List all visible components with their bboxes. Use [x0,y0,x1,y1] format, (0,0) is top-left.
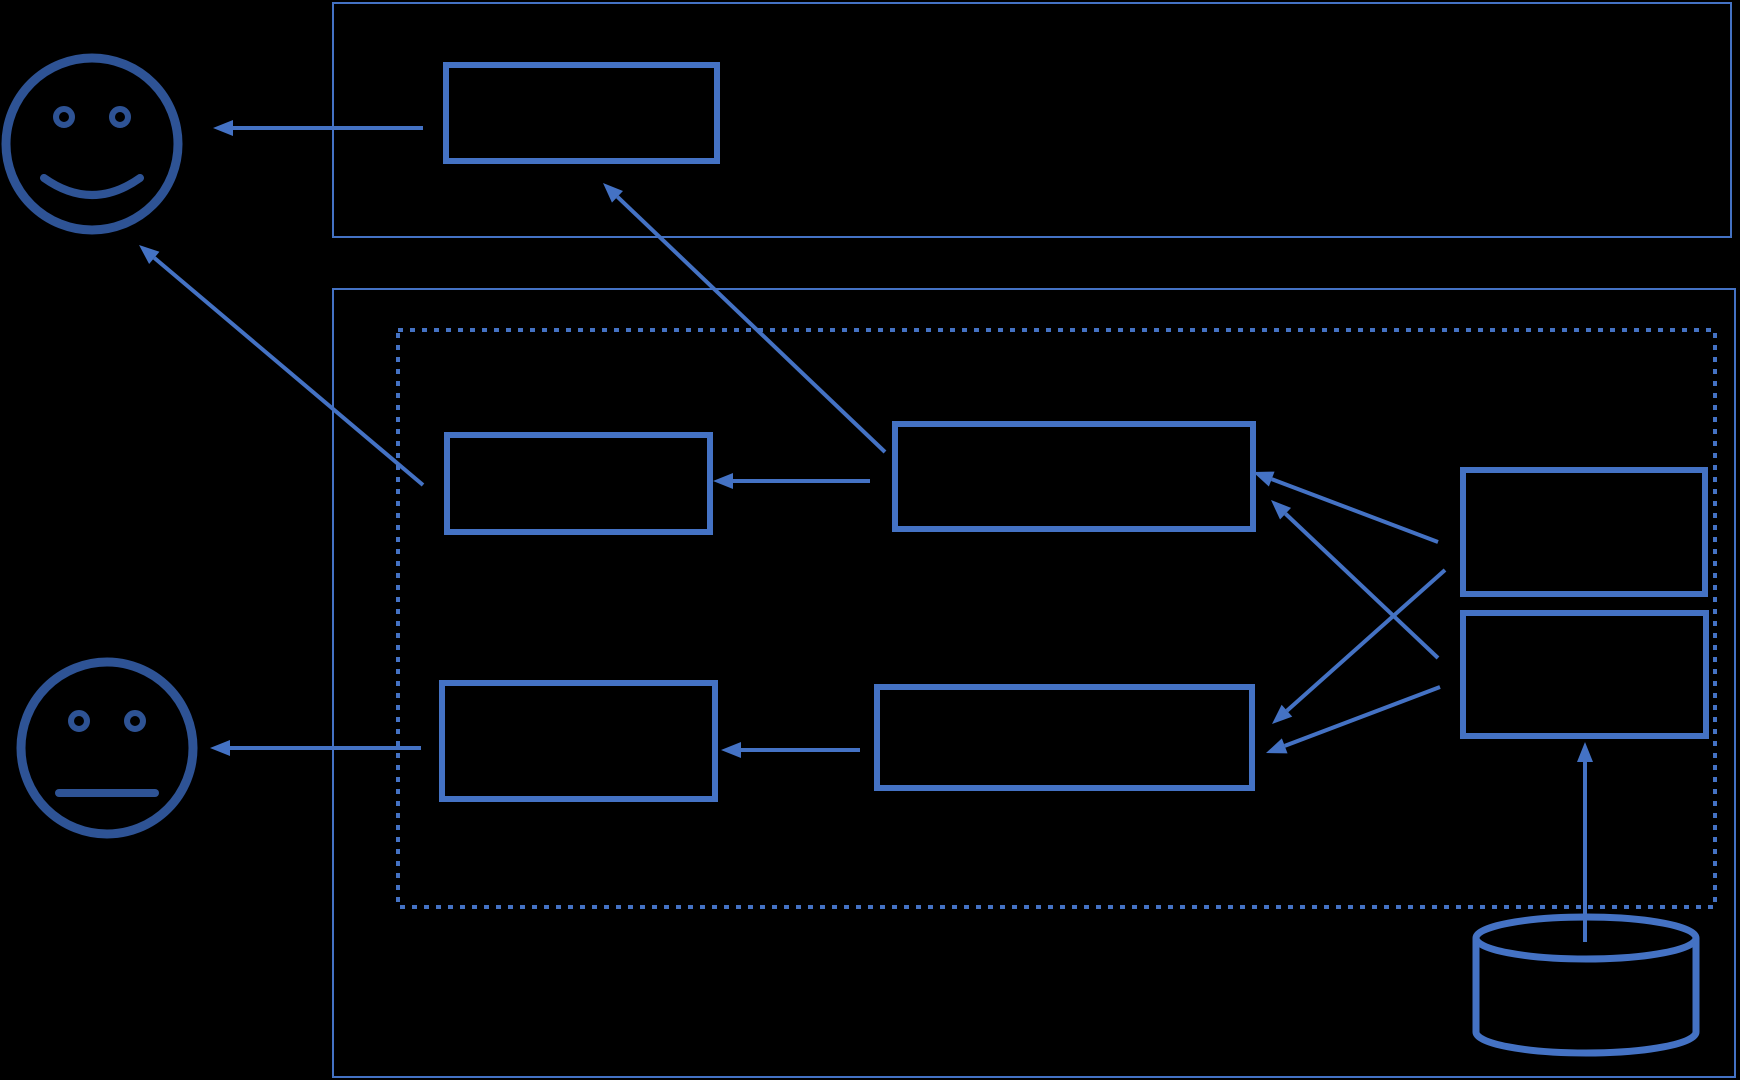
arrow-shaft [1283,685,1441,748]
dotted-boundary [396,328,1717,909]
box-upper-middle [892,421,1256,532]
arrow-topbox-to-happy [213,120,423,136]
arrow-head [1271,500,1292,520]
box-lower-middle [874,684,1255,791]
arrow-rightupper-to-uppermiddle [1253,471,1439,544]
arrow-shaft [1270,477,1439,544]
arrow-cylinder-to-rightlower [1577,742,1593,942]
arrow-lowerleft-to-neutral [210,740,421,756]
arrow-rightupper-to-lowermiddle [1272,568,1447,724]
arrow-uppermiddle-to-topbox [603,183,887,454]
arrow-head [1577,742,1593,762]
box-upper-left [444,432,713,535]
arrow-upperleft-to-happy [139,245,425,487]
box-top-band [443,62,720,164]
outer-container-bottom [332,288,1736,1078]
face-eye [53,106,75,128]
box-lower-left [439,680,718,802]
arrow-uppermiddle-to-upperleft [713,473,870,489]
happy-face [1,53,183,235]
face-eye [68,710,90,732]
face-outline [16,657,198,839]
box-right-lower [1460,610,1709,739]
arrow-head [721,742,741,758]
face-mouth-smile [40,174,144,199]
arrow-head [213,120,233,136]
arrow-head [139,245,160,265]
arrow-head [210,740,230,756]
arrow-rightlower-to-lowermiddle [1266,685,1441,754]
box-right-upper [1460,467,1708,597]
arrow-shaft [1284,512,1440,660]
face-eye [109,106,131,128]
arrow-lowermiddle-to-lowerleft [721,742,860,758]
arrow-head [603,183,623,203]
arrow-rightlower-to-uppermiddle [1271,500,1440,660]
face-outline [1,53,183,235]
outer-container-top [332,2,1732,238]
cylinder-body [1472,938,1700,1057]
neutral-face [16,657,198,839]
arrow-head [1272,704,1293,724]
arrow-shaft [1285,568,1447,713]
arrow-head [1266,738,1288,754]
arrow-shaft [152,256,425,487]
arrow-shaft [616,195,887,454]
arrow-head [713,473,733,489]
arrow-head [1253,471,1275,487]
face-eye [124,710,146,732]
